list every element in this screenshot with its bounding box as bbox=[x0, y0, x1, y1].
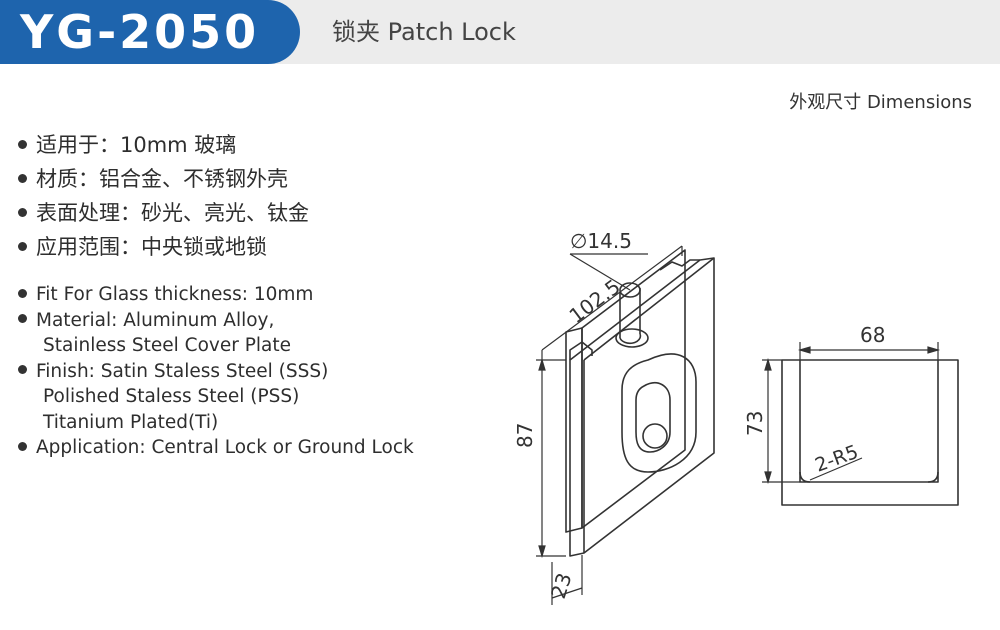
spec-text: 表面处理：砂光、亮光、钛金 bbox=[36, 201, 309, 225]
bullet-icon bbox=[18, 139, 27, 149]
spec-text: Material: Aluminum Alloy, bbox=[36, 309, 275, 331]
dim-radius: 2-R5 bbox=[812, 441, 861, 477]
spec-list-english: Fit For Glass thickness: 10mm Material: … bbox=[18, 282, 414, 461]
spec-item-cn: 适用于：10mm 玻璃 bbox=[18, 128, 309, 162]
slot-icon bbox=[621, 353, 697, 473]
technical-drawing: ∅14.5 102.5 87 23 68 73 2-R5 bbox=[513, 229, 959, 605]
dim-diameter: ∅14.5 bbox=[570, 229, 632, 253]
spec-item-cn: 表面处理：砂光、亮光、钛金 bbox=[18, 196, 309, 230]
dimensions-label: 外观尺寸 Dimensions bbox=[789, 92, 972, 113]
back-plate bbox=[565, 327, 583, 533]
side-view bbox=[781, 359, 959, 506]
spec-text-continued: Titanium Plated(Ti) bbox=[43, 411, 219, 433]
spec-item-cn: 材质：铝合金、不锈钢外壳 bbox=[18, 162, 309, 196]
bullet-icon bbox=[18, 173, 27, 183]
spec-item-en: Application: Central Lock or Ground Lock bbox=[18, 435, 414, 461]
product-name: 锁夹 Patch Lock bbox=[332, 18, 516, 46]
pin-icon bbox=[615, 282, 649, 348]
spec-list-chinese: 适用于：10mm 玻璃 材质：铝合金、不锈钢外壳 表面处理：砂光、亮光、钛金 应… bbox=[18, 128, 309, 264]
spec-item-en: Fit For Glass thickness: 10mm bbox=[18, 282, 414, 308]
bullet-icon bbox=[18, 314, 27, 323]
spec-text: 应用范围：中央锁或地锁 bbox=[36, 235, 267, 259]
spec-text: 材质：铝合金、不锈钢外壳 bbox=[36, 167, 288, 191]
dim-depth: 23 bbox=[546, 570, 577, 602]
bullet-icon bbox=[18, 441, 27, 451]
bullet-icon bbox=[18, 241, 27, 251]
dim-width: 68 bbox=[860, 323, 885, 347]
spec-text: Fit For Glass thickness: 10mm bbox=[36, 284, 314, 305]
spec-text: Finish: Satin Staless Steel (SSS) bbox=[36, 360, 329, 382]
bullet-icon bbox=[18, 207, 27, 217]
model-number: YG-2050 bbox=[20, 5, 260, 59]
dim-height: 87 bbox=[513, 423, 537, 448]
model-badge: YG-2050 bbox=[0, 0, 300, 64]
dim-length: 102.5 bbox=[565, 274, 625, 328]
bullet-icon bbox=[18, 288, 27, 298]
spec-text: Application: Central Lock or Ground Lock bbox=[36, 437, 414, 458]
spec-item-cn: 应用范围：中央锁或地锁 bbox=[18, 230, 309, 264]
spec-item-en: Finish: Satin Staless Steel (SSS) Polish… bbox=[18, 359, 414, 436]
dim-side-height: 73 bbox=[743, 411, 767, 436]
spec-text-continued: Stainless Steel Cover Plate bbox=[43, 335, 291, 356]
bullet-icon bbox=[18, 365, 27, 374]
spec-text: 适用于：10mm 玻璃 bbox=[36, 133, 237, 157]
spec-text-continued: Polished Staless Steel (PSS) bbox=[43, 386, 300, 407]
spec-item-en: Material: Aluminum Alloy, Stainless Stee… bbox=[18, 308, 414, 359]
